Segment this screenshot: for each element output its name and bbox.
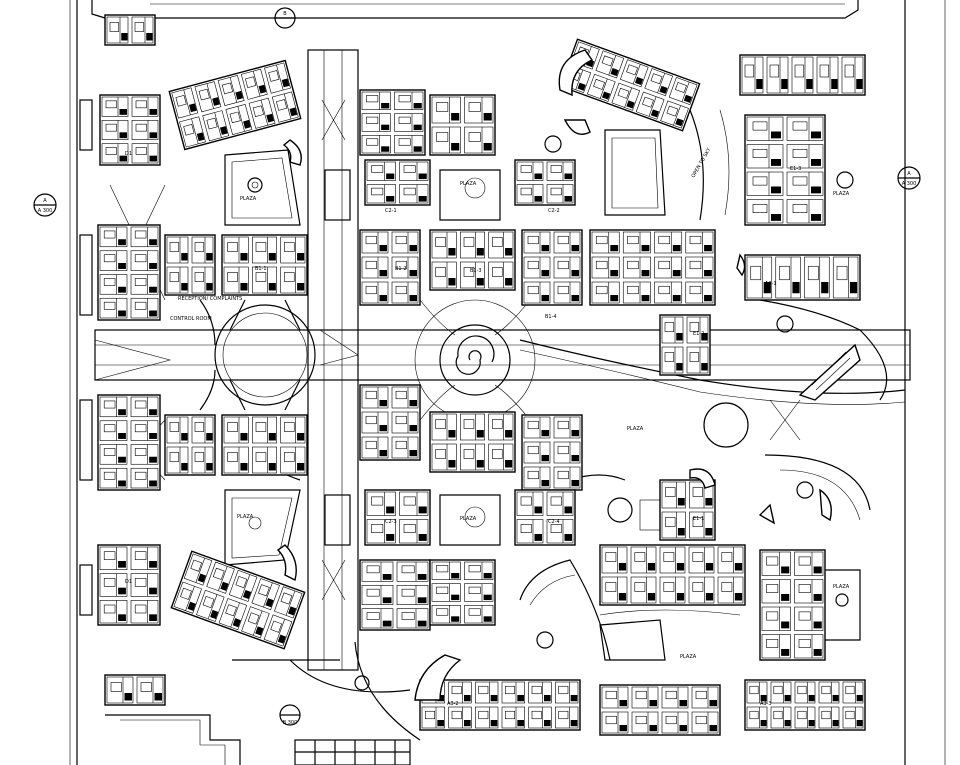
apartment-block bbox=[759, 549, 826, 661]
control-room-label: CONTROL ROOM bbox=[170, 316, 212, 322]
apartment-block bbox=[359, 384, 421, 461]
apartment-block bbox=[559, 38, 701, 132]
apartment-block bbox=[359, 559, 431, 631]
section-marker-a300-right: A A 300 bbox=[897, 166, 921, 190]
svg-text:C2-4: C2-4 bbox=[548, 519, 560, 525]
plaza-label: PLAZA bbox=[833, 191, 850, 197]
apartment-block bbox=[164, 234, 216, 296]
svg-text:C2-1: C2-1 bbox=[385, 208, 397, 214]
apartment-block bbox=[99, 94, 161, 166]
apartment-block bbox=[170, 550, 306, 650]
apartment-block bbox=[97, 394, 161, 491]
svg-text:A: A bbox=[43, 198, 47, 204]
svg-text:B1-4: B1-4 bbox=[545, 314, 557, 320]
plaza-label: PLAZA bbox=[627, 426, 644, 432]
apartment-block bbox=[221, 414, 308, 476]
apartment-block bbox=[744, 679, 866, 731]
svg-text:A 300: A 300 bbox=[38, 208, 53, 214]
svg-text:B1-1: B1-1 bbox=[255, 266, 267, 272]
apartment-block bbox=[659, 479, 716, 541]
plaza-label: PLAZA bbox=[460, 516, 477, 522]
apartment-block bbox=[359, 229, 421, 306]
svg-text:A 300: A 300 bbox=[902, 181, 917, 187]
plaza-label: PLAZA bbox=[680, 654, 697, 660]
building-blocks bbox=[97, 14, 866, 736]
plaza-label: PLAZA bbox=[460, 181, 477, 187]
apartment-block bbox=[168, 59, 302, 151]
section-marker-b300-top: B bbox=[274, 7, 296, 29]
svg-text:A3-3: A3-3 bbox=[760, 701, 772, 707]
apartment-block bbox=[104, 14, 156, 46]
plaza-label: PLAZA bbox=[237, 514, 254, 520]
site-roads bbox=[69, 0, 946, 765]
apartment-block bbox=[97, 224, 161, 321]
svg-text:A: A bbox=[907, 171, 911, 177]
svg-text:A3-1: A3-1 bbox=[765, 281, 777, 287]
svg-text:E1-3: E1-3 bbox=[790, 166, 801, 172]
apartment-block bbox=[589, 229, 716, 306]
apartment-block bbox=[744, 114, 826, 226]
apartment-block bbox=[659, 314, 711, 376]
apartment-block bbox=[364, 489, 431, 546]
section-marker-b300-bottom: B 300 bbox=[279, 704, 301, 726]
svg-text:B1-3: B1-3 bbox=[470, 268, 482, 274]
apartment-block bbox=[364, 159, 431, 206]
apartment-block bbox=[221, 234, 308, 296]
apartment-block bbox=[599, 684, 721, 736]
apartment-block bbox=[429, 94, 496, 156]
apartment-block bbox=[429, 229, 516, 291]
apartment-block bbox=[97, 544, 161, 626]
apartment-block bbox=[514, 159, 576, 206]
feature-shapes bbox=[276, 49, 861, 701]
svg-text:E1-2: E1-2 bbox=[693, 331, 704, 337]
svg-text:B: B bbox=[283, 11, 287, 17]
apartment-block bbox=[419, 679, 581, 731]
apartment-block bbox=[429, 559, 496, 626]
svg-text:C2-2: C2-2 bbox=[548, 208, 560, 214]
parking-grid bbox=[294, 739, 411, 765]
apartment-block bbox=[104, 674, 166, 706]
left-edge-bars bbox=[79, 99, 93, 616]
apartment-block bbox=[429, 411, 516, 473]
svg-text:E1-1: E1-1 bbox=[693, 516, 704, 522]
svg-text:B1-2: B1-2 bbox=[395, 266, 407, 272]
svg-text:B 300: B 300 bbox=[283, 720, 298, 726]
plaza-label: PLAZA bbox=[240, 196, 257, 202]
apartment-block bbox=[359, 89, 426, 156]
svg-text:A3-2: A3-2 bbox=[447, 701, 459, 707]
plaza-label: PLAZA bbox=[833, 584, 850, 590]
apartment-block bbox=[744, 254, 861, 301]
reception-label: RECEPTION/ COMPLAINTS bbox=[178, 296, 242, 302]
apartment-block bbox=[164, 414, 216, 476]
svg-text:D1: D1 bbox=[125, 151, 132, 157]
apartment-block bbox=[599, 544, 746, 606]
svg-text:C2-3: C2-3 bbox=[385, 519, 397, 525]
apartment-block bbox=[739, 54, 866, 96]
svg-text:D1: D1 bbox=[125, 579, 132, 585]
apartment-block bbox=[521, 414, 583, 491]
apartment-block bbox=[514, 489, 576, 546]
apartment-block bbox=[521, 229, 583, 306]
section-marker-a300-left: A A 300 bbox=[33, 193, 57, 217]
